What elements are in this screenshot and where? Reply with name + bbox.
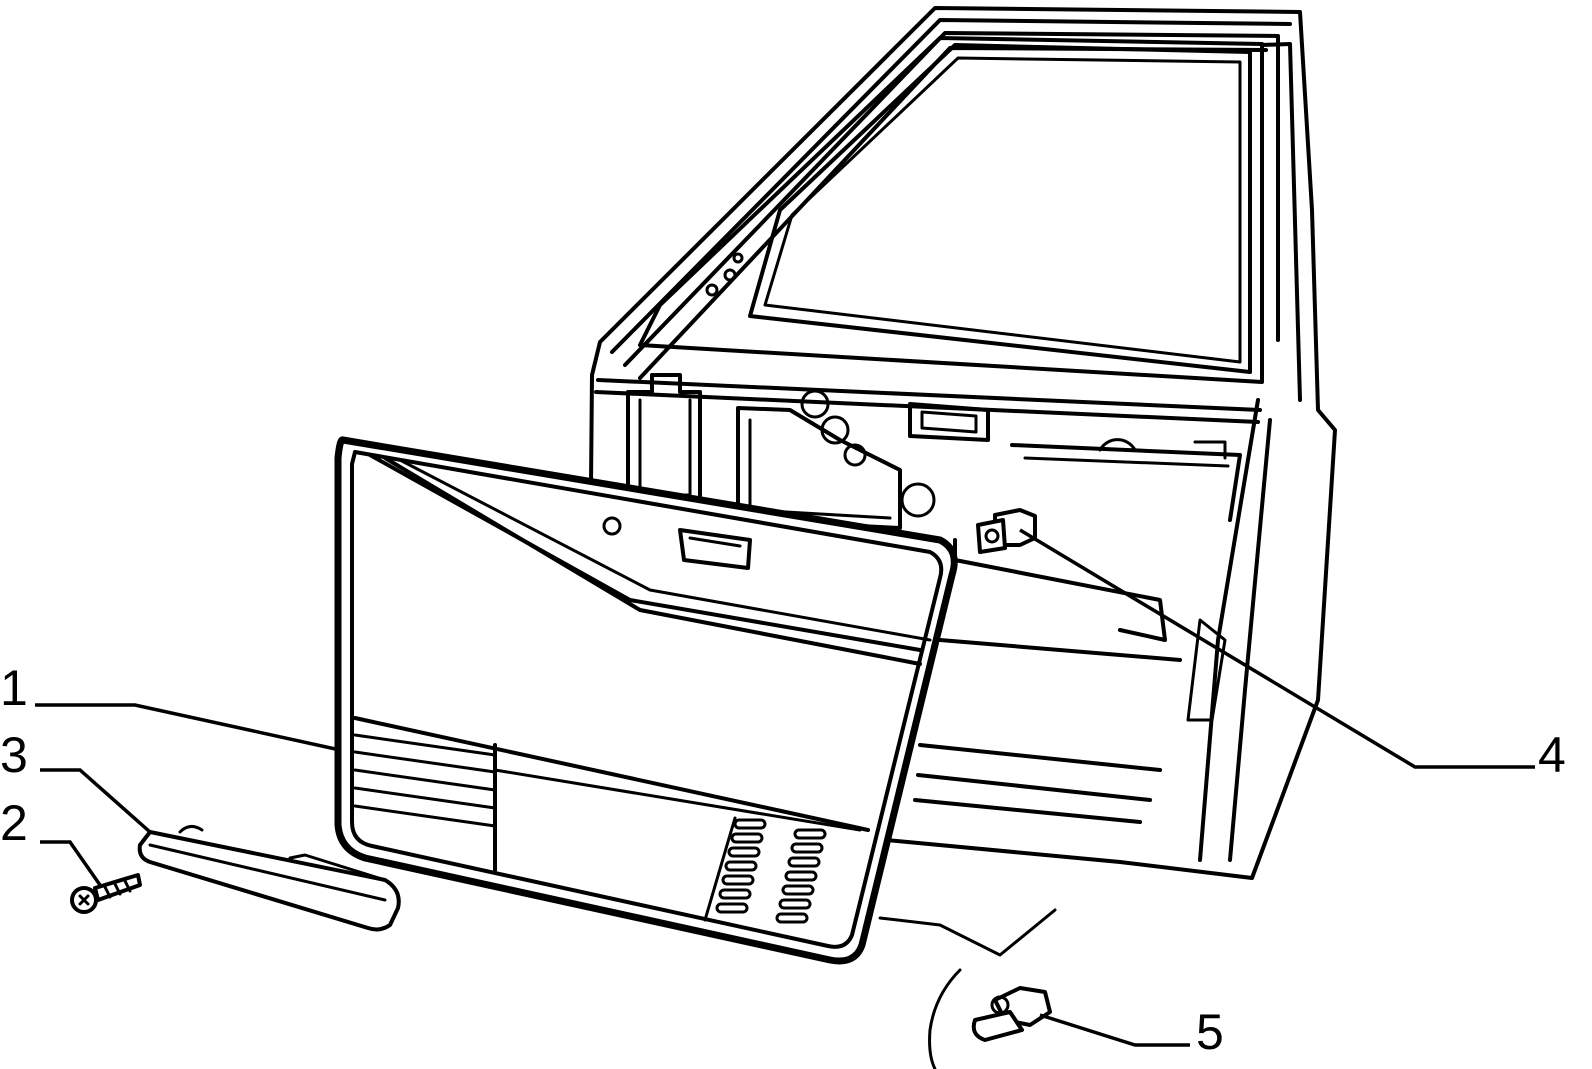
grille-slot: [775, 912, 809, 924]
leader-1: [35, 703, 341, 752]
callout-1: 1: [0, 660, 28, 716]
grille-slot: [778, 898, 812, 910]
leader-4: [1019, 528, 1535, 769]
grille-slot: [730, 832, 764, 844]
grille-slot: [715, 902, 749, 914]
grille-slot: [781, 884, 815, 896]
grille-slot: [793, 828, 827, 840]
speaker-grille: [715, 818, 827, 924]
screw: [70, 873, 142, 914]
grille-slot: [784, 870, 818, 882]
leader-lines: [35, 528, 1535, 1047]
leader-2: [40, 840, 102, 887]
callout-3: 3: [0, 727, 28, 783]
callout-5: 5: [1196, 1004, 1224, 1060]
leader-5: [1039, 1013, 1190, 1047]
grille-slot: [787, 856, 821, 868]
door-trim-panel: [334, 436, 958, 965]
grille-slot: [718, 888, 752, 900]
grille-slot: [733, 818, 767, 830]
grille-slot: [727, 846, 761, 858]
grille-slot: [721, 874, 755, 886]
callout-2: 2: [0, 795, 28, 851]
door-shell: [586, 6, 1337, 880]
retaining-clip: [878, 908, 1057, 1069]
leader-3: [40, 768, 152, 834]
armrest: [137, 825, 401, 932]
callout-4: 4: [1538, 727, 1566, 783]
grille-slot: [790, 842, 824, 854]
grille-slot: [724, 860, 758, 872]
